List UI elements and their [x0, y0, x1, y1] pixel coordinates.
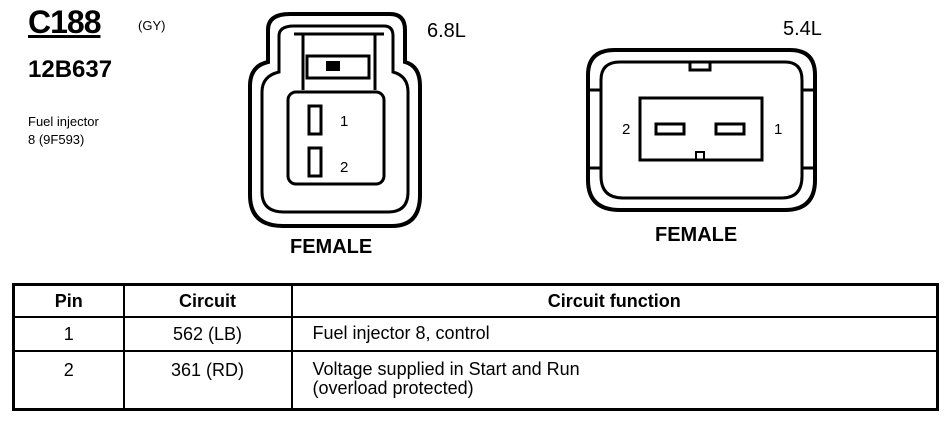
- table-row: 2 361 (RD) Voltage supplied in Start and…: [12, 350, 939, 410]
- pin-table: Pin Circuit Circuit function 1 562 (LB) …: [12, 283, 939, 411]
- cell-function: Fuel injector 8, control: [290, 316, 939, 352]
- engine-label-5-4: 5.4L: [783, 18, 822, 40]
- outer-shell: [248, 12, 422, 228]
- part-number: 12B637: [28, 56, 113, 83]
- top-key: [688, 60, 712, 72]
- table-row: 1 562 (LB) Fuel injector 8, control: [12, 316, 939, 352]
- connector-color: (GY): [138, 18, 166, 33]
- header-function: Circuit function: [290, 283, 939, 318]
- engine-label-6-8: 6.8L: [427, 20, 466, 42]
- pin-label-6-8-2: 2: [340, 159, 348, 176]
- outer-shell: [586, 48, 817, 212]
- pin-label-5-4-1: 1: [774, 121, 782, 138]
- terminal-1: [714, 122, 746, 136]
- pin-label-6-8-1: 1: [340, 113, 348, 130]
- terminal-2: [307, 146, 323, 178]
- cell-pin: 1: [12, 316, 125, 352]
- latch-nub: [326, 61, 340, 71]
- inner-shell: [260, 24, 410, 214]
- cell-pin: 2: [12, 350, 125, 410]
- table-header-row: Pin Circuit Circuit function: [12, 283, 939, 318]
- description-line-2: 8 (9F593): [28, 132, 85, 147]
- polarity-notch: [695, 151, 705, 161]
- gender-label-6-8: FEMALE: [290, 236, 373, 258]
- terminal-2: [654, 122, 686, 136]
- locking-tab: [294, 32, 384, 90]
- connector-face-6-8: [248, 12, 422, 228]
- pin-block: [286, 90, 386, 186]
- header-pin: Pin: [12, 283, 125, 318]
- terminal-1: [307, 104, 323, 136]
- connector-face-5-4: [586, 48, 817, 212]
- connector-id: C188: [28, 4, 101, 40]
- function-line: (overload protected): [312, 378, 474, 398]
- pin-label-5-4-2: 2: [622, 121, 630, 138]
- function-line: Fuel injector 8, control: [312, 323, 490, 343]
- latch-top: [305, 54, 371, 80]
- gender-label-5-4: FEMALE: [655, 224, 738, 246]
- inner-shell: [599, 60, 804, 200]
- description-line-1: Fuel injector: [28, 114, 99, 129]
- header-circuit: Circuit: [122, 283, 293, 318]
- cell-circuit: 562 (LB): [122, 316, 293, 352]
- cell-function: Voltage supplied in Start and Run (overl…: [290, 350, 939, 410]
- cell-circuit: 361 (RD): [122, 350, 293, 410]
- function-line: Voltage supplied in Start and Run: [312, 359, 580, 379]
